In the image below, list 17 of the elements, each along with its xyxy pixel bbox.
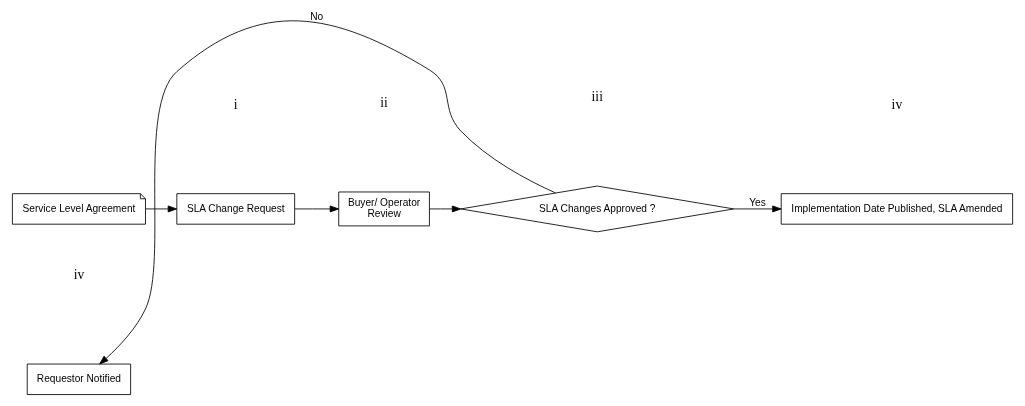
node-box: SLA Change Request <box>176 193 296 225</box>
label: iii <box>591 89 603 105</box>
label: i <box>233 96 238 112</box>
node-box: Buyer/ Operator Review <box>338 191 430 227</box>
arrow <box>145 205 178 213</box>
edge-label: Yes <box>749 197 766 209</box>
arrow <box>733 205 782 213</box>
label: iv <box>73 267 85 283</box>
label: iv <box>891 96 903 112</box>
arrow <box>429 205 462 213</box>
node-box: Implementation Date Published, SLA Amended <box>780 193 1014 225</box>
arrow <box>99 20 556 365</box>
edge-label: No <box>310 10 324 22</box>
arrow <box>294 205 340 213</box>
node-diamond: SLA Changes Approved ? <box>460 185 735 233</box>
label: ii <box>380 95 388 111</box>
node-box: Requestor Notified <box>26 363 132 395</box>
